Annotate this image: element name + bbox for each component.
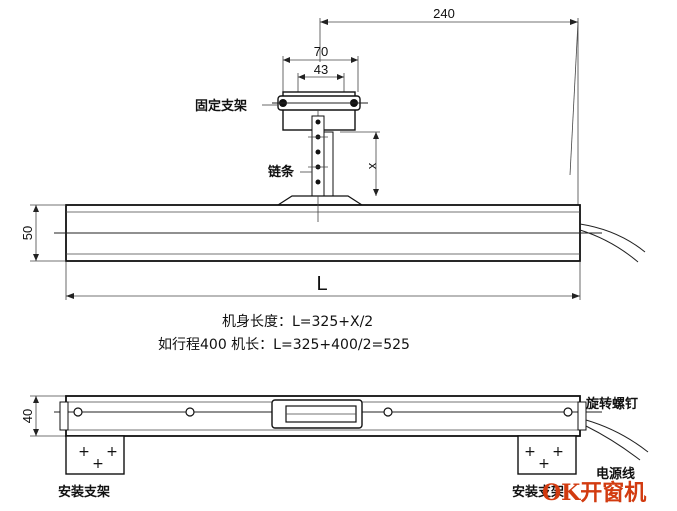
formula-example: 如行程400 机长：L=325+400/2=525 bbox=[158, 337, 410, 353]
svg-text:+: + bbox=[106, 444, 118, 460]
svg-text:+: + bbox=[78, 444, 90, 460]
svg-text:+: + bbox=[552, 444, 564, 460]
chain-label: 链条 bbox=[267, 164, 295, 180]
fixed-bracket-label: 固定支架 bbox=[195, 98, 247, 114]
dimension-40: 40 bbox=[20, 395, 66, 437]
dimension-x: x bbox=[340, 131, 380, 196]
dim-50-label: 50 bbox=[20, 226, 35, 240]
dim-43-label: 43 bbox=[314, 62, 328, 77]
dim-40-label: 40 bbox=[20, 409, 35, 423]
dim-240-label: 240 bbox=[433, 6, 455, 21]
svg-text:+: + bbox=[538, 456, 550, 472]
dimension-43: 43 bbox=[297, 62, 345, 92]
svg-text:+: + bbox=[524, 444, 536, 460]
actuator-body-top bbox=[54, 196, 602, 262]
dimension-240: 240 bbox=[319, 6, 579, 207]
actuator-body-side bbox=[54, 395, 602, 437]
chain bbox=[308, 110, 334, 220]
dimension-70: 70 bbox=[282, 44, 359, 92]
power-cord-label: 电源线 bbox=[596, 466, 635, 482]
dim-x-label: x bbox=[364, 162, 379, 169]
mounting-bracket-left: + + + bbox=[65, 435, 125, 475]
svg-text:+: + bbox=[92, 456, 104, 472]
mounting-bracket-left-label: 安装支架 bbox=[58, 484, 110, 500]
dim-L-label: L bbox=[316, 273, 327, 295]
power-cord-top bbox=[579, 223, 646, 263]
mounting-bracket-right: + + + bbox=[517, 435, 577, 475]
dimension-L: L bbox=[65, 262, 581, 300]
power-cord-side bbox=[585, 419, 649, 461]
brand-watermark: OK开窗机 bbox=[542, 480, 646, 506]
dim-70-label: 70 bbox=[314, 44, 328, 59]
base-plate bbox=[275, 195, 365, 206]
dimension-50: 50 bbox=[20, 204, 66, 262]
rotating-screw-label: 旋转螺钉 bbox=[585, 396, 638, 412]
fixed-bracket bbox=[272, 91, 368, 131]
formula-body-length: 机身长度：L=325+X/2 bbox=[222, 314, 373, 330]
mounting-bracket-right-label: 安装支架 bbox=[512, 484, 564, 500]
